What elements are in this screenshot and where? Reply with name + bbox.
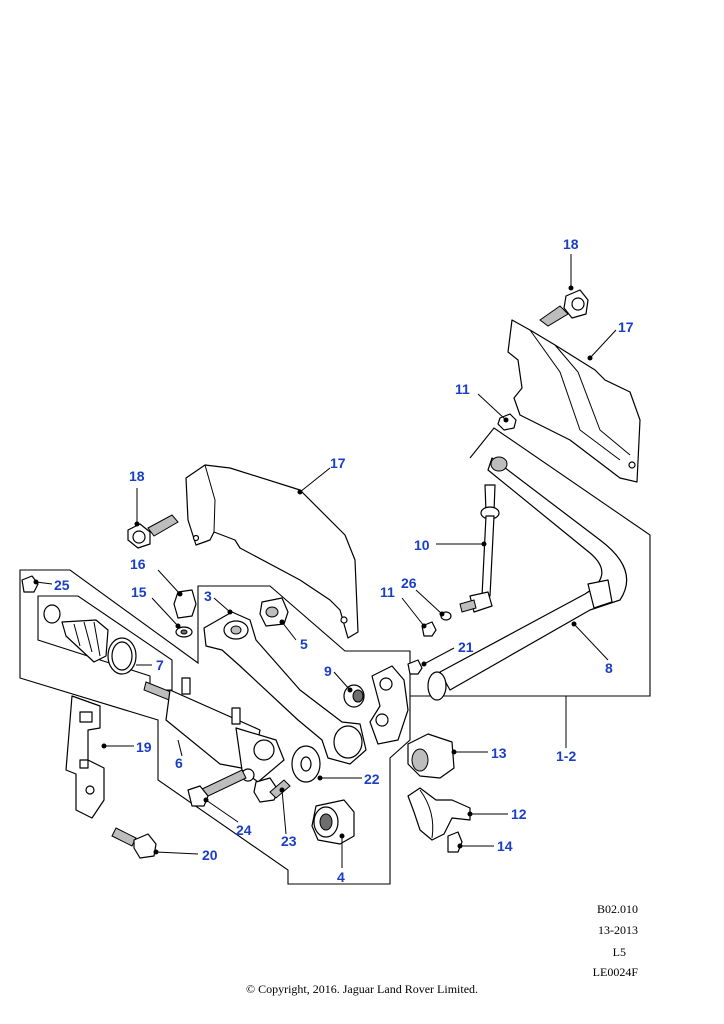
- bar-clamp-12: [407, 787, 471, 841]
- washer-22: [291, 745, 321, 783]
- screw-20: [111, 827, 157, 859]
- callout-6[interactable]: 6: [175, 755, 183, 771]
- group-outline-main: [19, 569, 411, 885]
- callout-22[interactable]: 22: [364, 771, 380, 787]
- callout-12[interactable]: 12: [511, 806, 527, 822]
- nut-16: [173, 589, 197, 619]
- screw-lower: [127, 514, 179, 549]
- stabilizer-bar: [427, 456, 628, 701]
- callout-18-lower[interactable]: 18: [129, 468, 145, 484]
- callout-labels: 18 17 11 17 18 10 16 26 11 15 25 3 5 21 …: [54, 236, 634, 885]
- callout-3[interactable]: 3: [204, 588, 212, 604]
- bushing-9: [343, 684, 365, 708]
- callout-26[interactable]: 26: [401, 575, 417, 591]
- callout-10[interactable]: 10: [414, 537, 430, 553]
- callout-17-upper[interactable]: 17: [618, 319, 634, 335]
- actuator-cylinder: [143, 677, 285, 783]
- callout-19[interactable]: 19: [136, 739, 152, 755]
- leader-lines: [33, 254, 617, 868]
- callout-23[interactable]: 23: [281, 833, 297, 849]
- bolt-14: [447, 831, 463, 853]
- diagram-level: L5: [612, 945, 626, 959]
- callout-15[interactable]: 15: [131, 584, 147, 600]
- mounting-bracket: [65, 695, 105, 819]
- callout-5[interactable]: 5: [300, 636, 308, 652]
- washer-15: [175, 626, 193, 638]
- callout-18-upper[interactable]: 18: [563, 236, 579, 252]
- bracket-clamp: [369, 665, 409, 745]
- nut-21: [407, 659, 423, 675]
- bolt-24: [187, 769, 247, 807]
- callout-14[interactable]: 14: [497, 838, 513, 854]
- callout-13[interactable]: 13: [491, 745, 507, 761]
- callout-8[interactable]: 8: [605, 660, 613, 676]
- boot-kit: [43, 604, 137, 675]
- heat-shield-lower: [185, 464, 359, 639]
- callout-21[interactable]: 21: [458, 639, 474, 655]
- screw-upper: [539, 289, 589, 327]
- nut-25: [21, 575, 39, 593]
- callout-11-lower[interactable]: 11: [380, 584, 395, 600]
- bushing-4: [311, 799, 355, 845]
- diagram-ref: B02.010: [596, 902, 638, 916]
- lever-arm: [203, 611, 367, 765]
- diagram-code: LE0024F: [592, 965, 638, 979]
- diagram-date: 13-2013: [598, 923, 638, 937]
- callout-16[interactable]: 16: [130, 556, 146, 572]
- heat-shield-upper: [507, 319, 641, 483]
- callout-1-2[interactable]: 1-2: [556, 748, 576, 764]
- callout-25[interactable]: 25: [54, 577, 70, 593]
- callout-4[interactable]: 4: [337, 869, 345, 885]
- bolt-23: [253, 777, 291, 803]
- callout-17-lower[interactable]: 17: [330, 455, 346, 471]
- drop-link: [459, 484, 500, 613]
- callout-7[interactable]: 7: [156, 657, 164, 673]
- callout-9[interactable]: 9: [324, 663, 332, 679]
- callout-11-upper[interactable]: 11: [455, 381, 470, 397]
- group-outline-stabilizer-bar: [410, 427, 651, 697]
- copyright-notice: © Copyright, 2016. Jaguar Land Rover Lim…: [245, 982, 479, 996]
- callout-20[interactable]: 20: [202, 847, 218, 863]
- bar-bush-13: [407, 733, 455, 779]
- callout-24[interactable]: 24: [236, 822, 252, 838]
